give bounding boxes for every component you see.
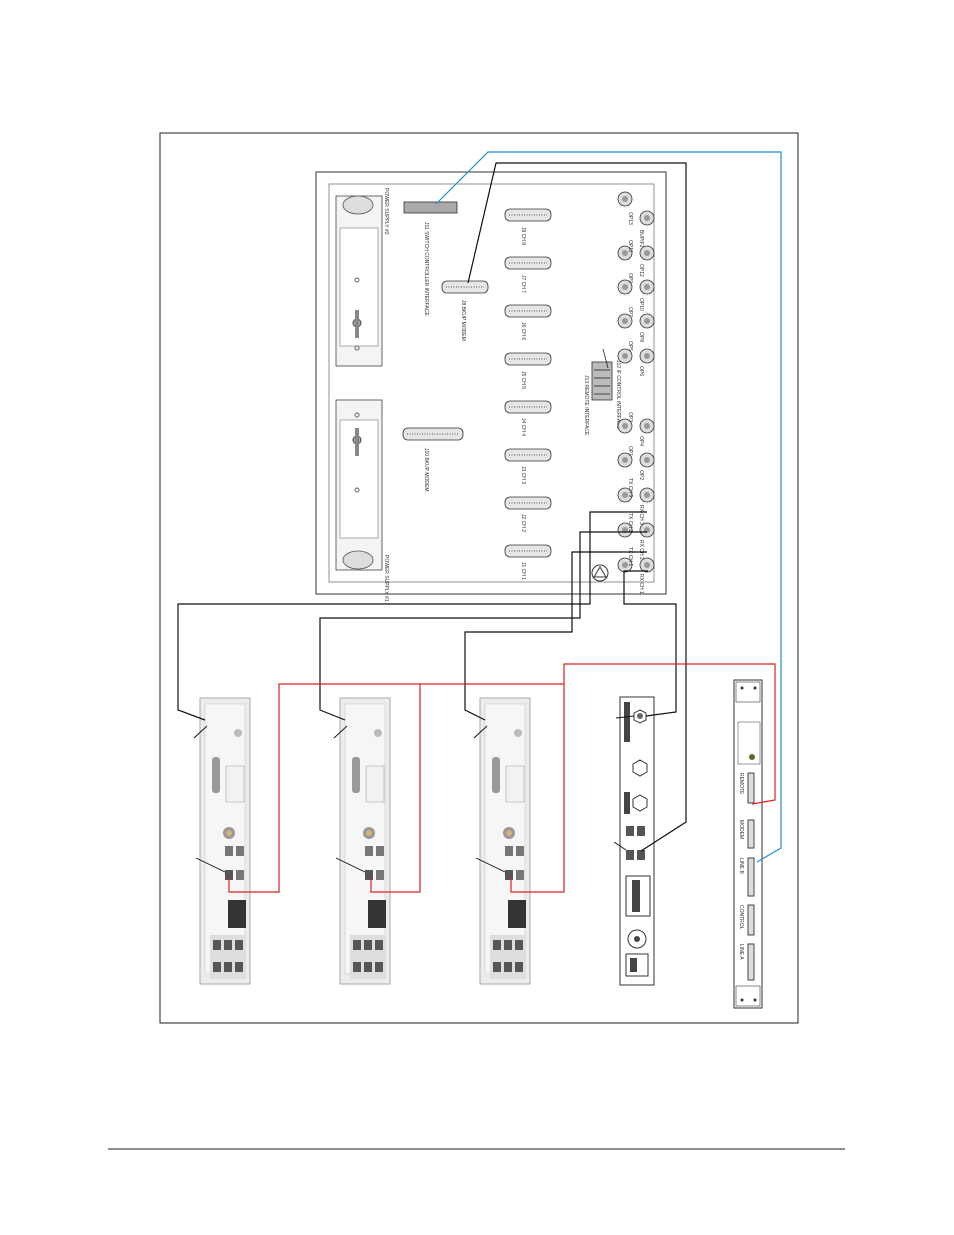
modem-rear-panel-1 [199,697,251,985]
rf-port-label: OP6 [638,366,644,376]
rf-port-label: RX CH 3 [638,505,644,525]
controller-label-control: CONTROL [738,905,744,930]
rf-port-label: OP2 [638,470,644,480]
cable-rf-to-modem-1 [177,511,647,721]
j5-label: J5 CH 5 [520,371,526,389]
rf-port-label: OP8 [638,332,644,342]
dsub-connector-ch6 [504,304,552,318]
rf-port-label: OP12 [638,264,644,277]
cable-j8-to-transceiver [467,162,687,852]
redundancy-controller-panel [733,679,763,1009]
j7-label: J7 CH 7 [520,275,526,293]
rf-port-column-right [639,210,655,573]
dsub-connector-j10-bkup [402,427,464,441]
power-supply-1-label: POWER SUPPLY #1 [383,555,389,602]
j11-label: J11 SWITCH CONTROLLER INTERFACE [423,222,429,316]
j12-label: J12 IF CONTROL INTERFACE [615,360,621,430]
j13-label: J13 REMOTE INTERFACE [583,375,589,436]
cable-red-modem-3 [510,663,776,893]
dsub-connector-ch8 [504,208,552,222]
rf-port-label: OP4 [638,436,644,446]
rf-port-label: RX CH 2 [638,540,644,560]
power-supply-2 [335,195,383,367]
j13-connector [591,361,613,401]
figure-frame [159,132,799,1024]
dsub-connector-ch2 [504,496,552,510]
j2-label: J2 CH 2 [520,514,526,532]
rf-port-label: OP3 [627,412,633,422]
rf-port-label: TX CH 3 [627,478,633,497]
rf-port-label: OP10 [638,298,644,311]
rf-port-label: BUPIF2 [638,230,644,248]
j1-label: J1 CH 1 [520,562,526,580]
rf-port-label: OP13 [627,212,633,225]
j11-connector [403,201,458,214]
control-cable-blue [435,151,782,863]
ground-symbol-icon [591,564,609,582]
controller-label-line-a: LINE A [738,944,744,960]
dsub-connector-ch5 [504,352,552,366]
power-supply-1 [335,399,383,571]
j3-label: J3 CH 3 [520,466,526,484]
rf-port-label: RX CH 1 [638,574,644,594]
pointer-lines [193,715,635,873]
j8-label: J8 BKUP MODEM [460,300,466,341]
rf-port-label: OP9 [627,273,633,283]
power-supply-2-label: POWER SUPPLY #2 [383,188,389,235]
controller-label-modem: MODEM [738,820,744,839]
j6-label: J6 CH 6 [520,322,526,340]
rf-port-label: OP11 [627,240,633,253]
j9-label: J9 CH 8 [520,227,526,245]
rf-port-label: OP1 [627,446,633,456]
cable-rf-to-transceiver [623,570,677,717]
dsub-connector-ch3 [504,448,552,462]
dsub-connector-j8-bkup [441,280,489,294]
modem-rear-panel-2 [339,697,391,985]
transceiver-unit [619,696,655,986]
rf-port-label: OP7 [627,307,633,317]
rf-port-label: OP5 [627,341,633,351]
rf-port-label: TX CH 2 [627,513,633,532]
cable-rf-to-modem-3 [464,551,647,721]
controller-label-line-b: LINE B [738,858,744,875]
switch-chassis: POWER SUPPLY #2 POWER SUPPLY #1 J11 SWIT… [315,171,667,602]
rf-port-column-left [617,191,633,573]
dsub-connector-ch1 [504,544,552,558]
controller-label-remote: REMOTE [738,773,744,795]
rf-port-label: TX CH 1 [627,547,633,566]
dsub-connector-ch4 [504,400,552,414]
dsub-connector-ch7 [504,256,552,270]
cable-rf-to-modem-2 [319,531,647,721]
j10-label: J10 BKUP MODEM [423,448,429,492]
cable-red-modem-1 [228,683,421,893]
modem-rear-panel-3 [479,697,531,985]
j4-label: J4 CH 4 [520,418,526,436]
